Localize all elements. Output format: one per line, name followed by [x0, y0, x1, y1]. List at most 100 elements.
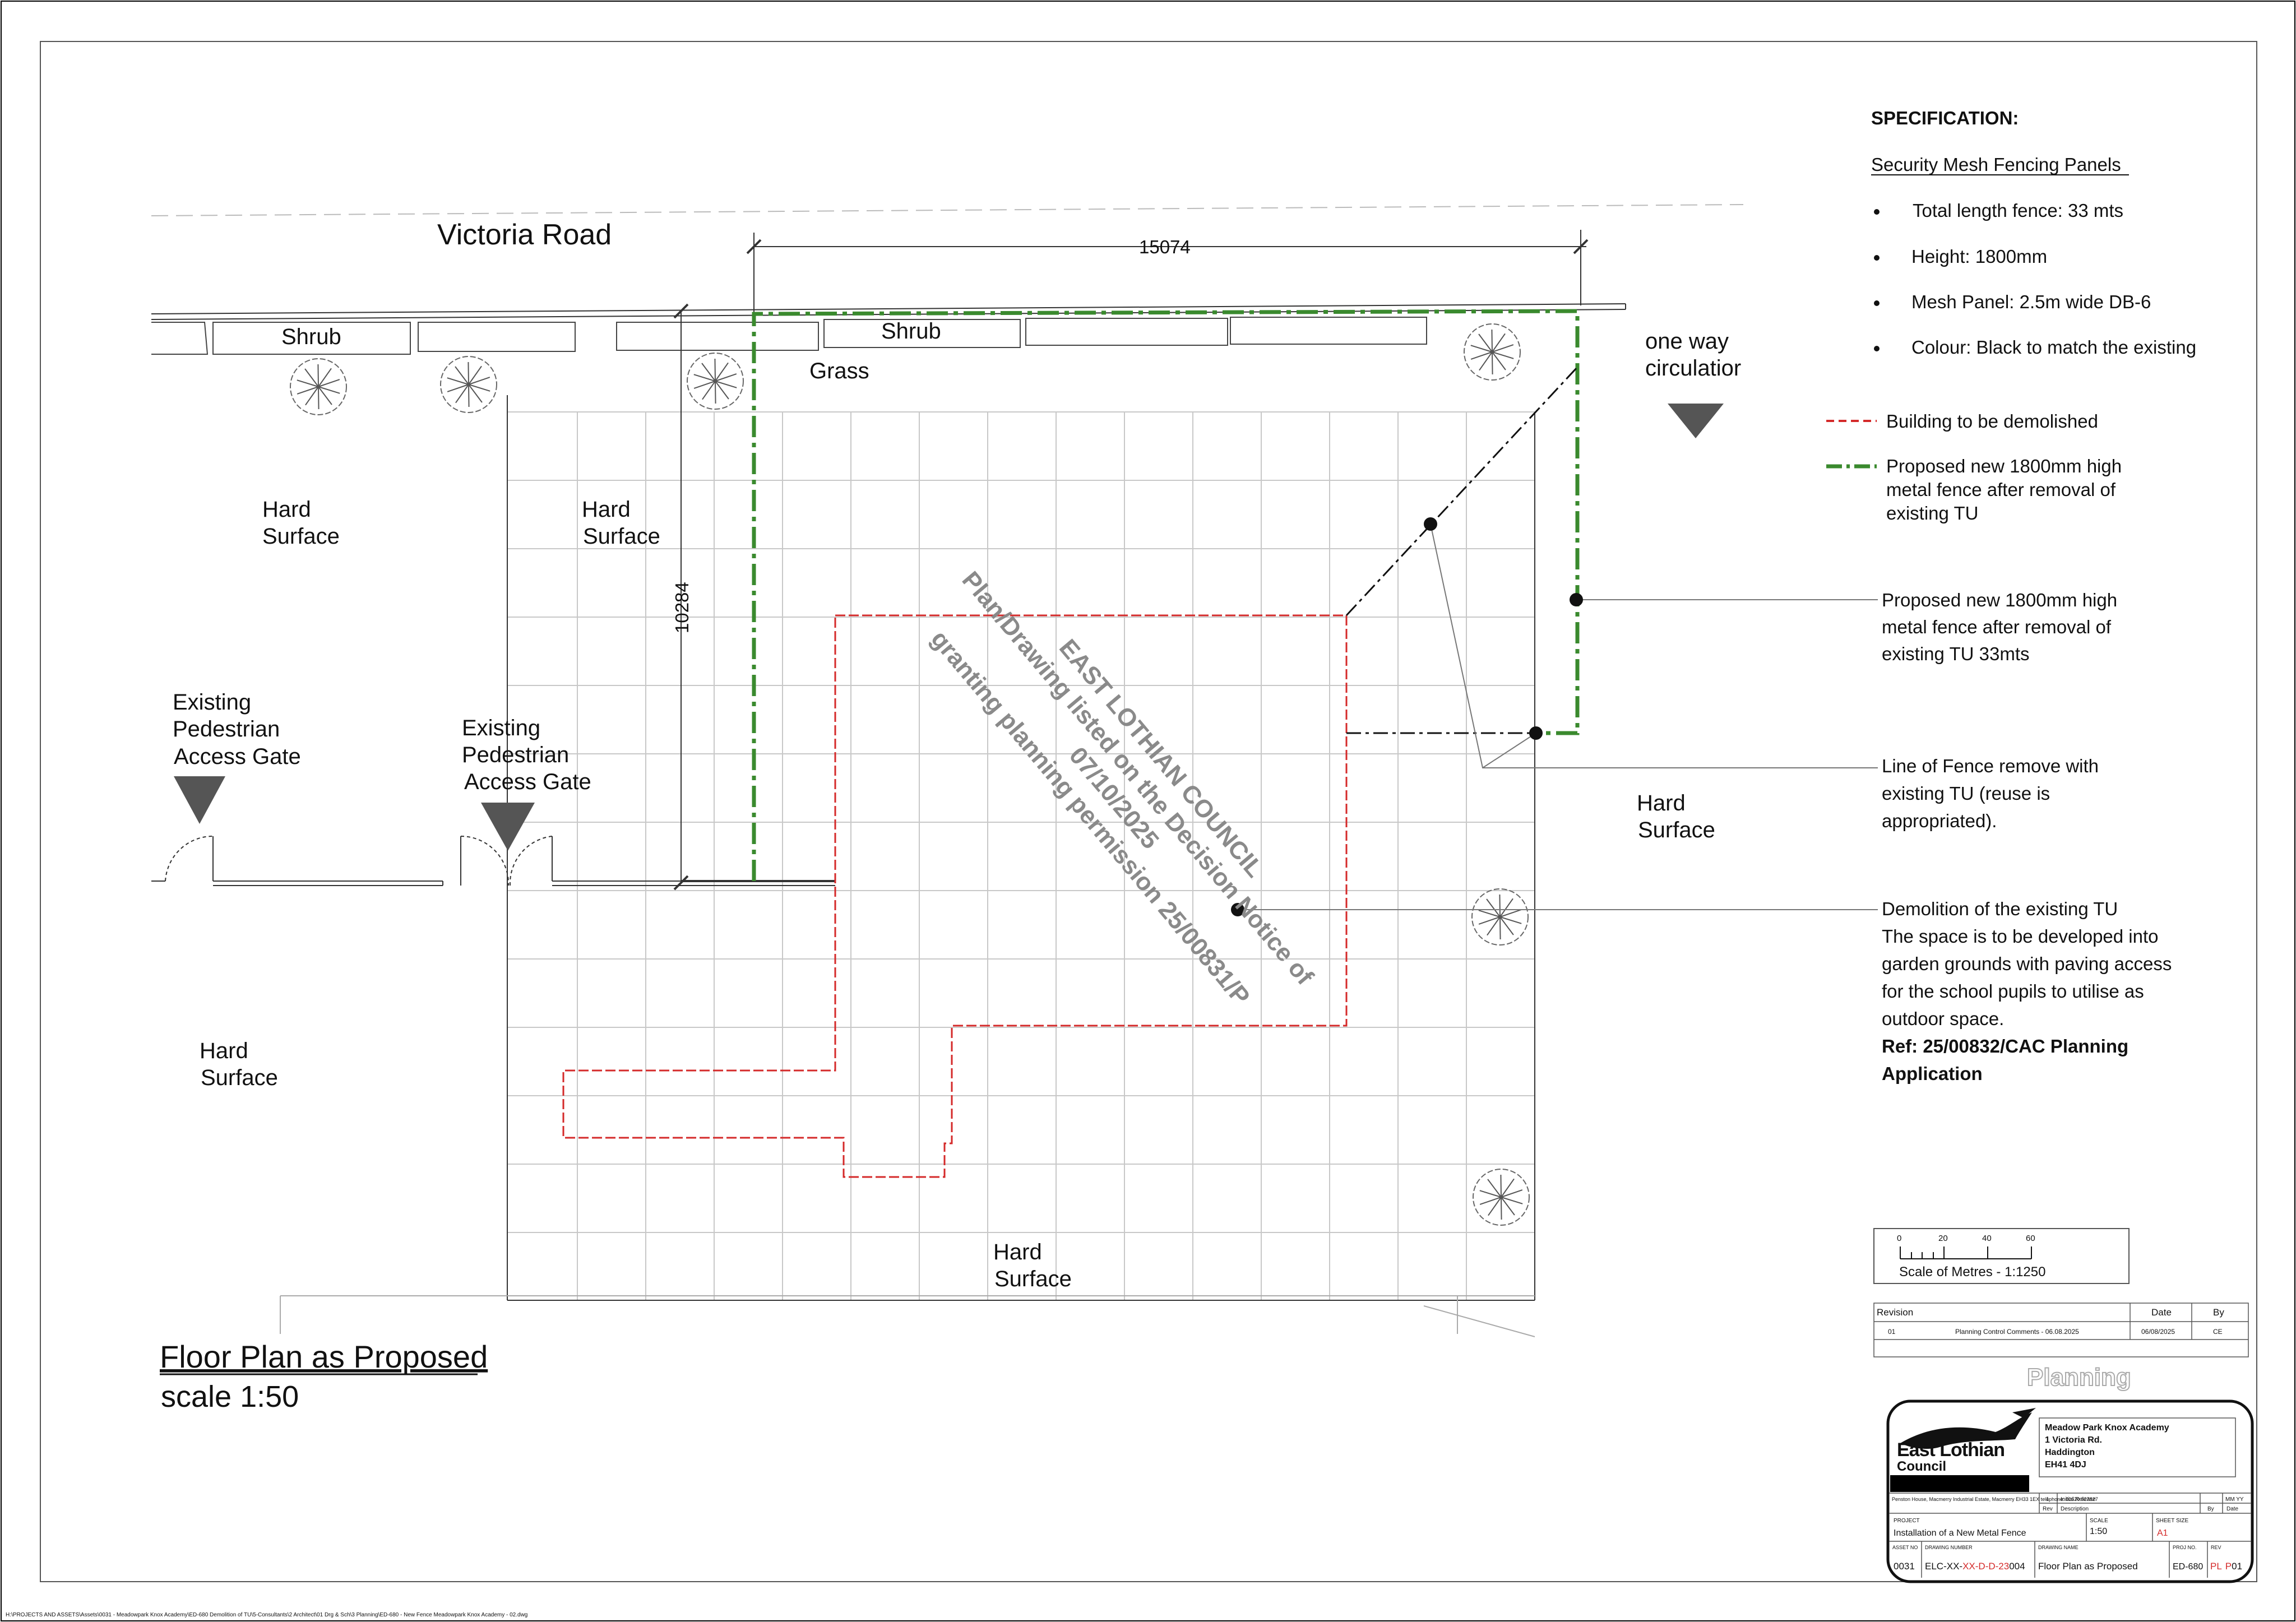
spec-bullet-4: Colour: Black to match the existing — [1911, 337, 2196, 358]
tb-scale-label: SCALE — [2090, 1518, 2108, 1524]
tree-icon — [1464, 323, 1521, 381]
boundary-walls-gates — [151, 395, 1535, 1337]
legend-fence-line1: Proposed new 1800mm high — [1886, 456, 2122, 476]
dimension-lines — [673, 230, 1589, 891]
callout-ref-2: Application — [1882, 1063, 1983, 1084]
drawing-title: Floor Plan as Proposed — [160, 1339, 488, 1374]
tb-project: Installation of a New Metal Fence — [1894, 1528, 2026, 1538]
trees — [290, 323, 1530, 1226]
title-block — [1886, 1399, 2254, 1583]
file-path: H:\PROJECTS AND ASSETS\Assets\0031 - Mea… — [6, 1612, 527, 1618]
council-name: East Lothian — [1897, 1439, 2005, 1461]
gate-right-line2: Pedestrian — [462, 743, 569, 767]
tb-rev-label: Rev — [2043, 1506, 2053, 1512]
paving-grid — [507, 411, 1535, 1300]
legend-demolish-label: Building to be demolished — [1886, 411, 2098, 432]
title-block-grid — [1889, 1493, 2251, 1578]
tb-rev-a: PL — [2210, 1561, 2222, 1572]
tb-asset-label: ASSET NO — [1892, 1545, 1918, 1550]
tb-rev-b: P — [2225, 1561, 2232, 1572]
label-hard-4b: Surface — [1638, 818, 1715, 842]
revision-date-header: Date — [2151, 1307, 2172, 1318]
spec-bullet-2: Height: 1800mm — [1911, 246, 2047, 267]
scale-tick-0: 0 — [1897, 1234, 1901, 1243]
tree-icon — [687, 353, 744, 410]
gate-left-line2: Pedestrian — [173, 717, 280, 742]
tb-desc-label: Description — [2061, 1506, 2089, 1512]
spec-bullet-1: Total length fence: 33 mts — [1913, 200, 2123, 221]
label-shrub-left: Shrub — [281, 325, 341, 349]
tb-date-label: Date — [2226, 1506, 2239, 1512]
callout-remove-2: existing TU (reuse is — [1882, 783, 2050, 804]
tb-drawing-number-c: 004 — [2009, 1561, 2025, 1572]
address-line1: Meadow Park Knox Academy — [2045, 1423, 2169, 1433]
tb-proj-no: ED-680 — [2173, 1562, 2203, 1572]
scale-tick-20: 20 — [1938, 1234, 1948, 1243]
planter-beds — [151, 317, 1427, 355]
tb-scale: 1:50 — [2090, 1527, 2107, 1536]
spec-subheading: Security Mesh Fencing Panels — [1871, 154, 2121, 175]
approval-watermark: EAST LOTHIAN COUNCIL Plan/Drawing listed… — [925, 566, 1319, 1010]
scale-tick-60: 60 — [2026, 1234, 2035, 1243]
council-subname: Council — [1897, 1459, 1946, 1474]
legend-fence-line3: existing TU — [1886, 503, 1978, 523]
callout-fence-3: existing TU 33mts — [1882, 643, 2029, 664]
one-way-marker — [1668, 404, 1724, 438]
tb-rev1-desc: Initial Release — [2061, 1496, 2096, 1503]
gate-right-line3: Access Gate — [464, 770, 591, 794]
one-way-line2: circulatior — [1645, 356, 1741, 381]
tb-rev1-no: 1 — [2046, 1496, 2049, 1503]
tb-drawing-number-a: ELC-XX- — [1925, 1561, 1962, 1572]
spec-bullets: Total length fence: 33 mts Height: 1800m… — [1874, 200, 2196, 358]
callout-leaders — [1238, 523, 1878, 910]
label-hard-2b: Surface — [583, 524, 660, 549]
label-hard-1b: Surface — [262, 524, 340, 549]
fence-to-remove — [1345, 366, 1578, 734]
gate-right-line1: Existing — [462, 716, 540, 740]
watermark-line2: Plan/Drawing listed on the Decision Noti… — [957, 566, 1319, 990]
label-hard-3a: Hard — [200, 1039, 248, 1063]
address-line4: EH41 4DJ — [2045, 1460, 2086, 1470]
tree-icon — [440, 356, 497, 413]
revision-date: 06/08/2025 — [2141, 1328, 2175, 1336]
label-hard-3b: Surface — [201, 1065, 278, 1090]
revision-by-header: By — [2213, 1307, 2224, 1318]
revision-header: Revision — [1877, 1307, 1913, 1318]
label-grass: Grass — [809, 359, 869, 383]
callout-demolition-2: The space is to be developed into — [1882, 926, 2159, 947]
address-box — [2039, 1417, 2236, 1477]
tb-rev-label2: REV — [2211, 1545, 2221, 1550]
label-hard-5a: Hard — [993, 1240, 1042, 1264]
planning-stamp: Planning — [2027, 1364, 2131, 1391]
callout-remove-1: Line of Fence remove with — [1882, 756, 2099, 776]
scale-caption: Scale of Metres - 1:1250 — [1899, 1264, 2045, 1280]
callout-ref-1: Ref: 25/00832/CAC Planning — [1882, 1036, 2128, 1056]
spec-bullet-3: Mesh Panel: 2.5m wide DB-6 — [1911, 291, 2151, 312]
callout-remove-3: appropriated). — [1882, 810, 1997, 831]
drawing-scale: scale 1:50 — [161, 1380, 299, 1414]
tb-sheet: A1 — [2157, 1528, 2168, 1538]
road-edge-line — [151, 204, 1744, 216]
tree-icon — [1471, 888, 1529, 946]
gate-marker-right — [481, 803, 535, 851]
scale-bar: 0 20 40 60 Scale of Metres - 1:1250 — [1873, 1228, 2130, 1284]
tb-asset: 0031 — [1894, 1561, 1915, 1572]
proposed-fence — [752, 309, 1580, 881]
revision-number: 01 — [1888, 1328, 1896, 1336]
tree-icon — [1473, 1169, 1530, 1226]
callout-demolition-5: outdoor space. — [1882, 1008, 2004, 1029]
tb-drawing-number-b: XX-D-D-23 — [1962, 1561, 2009, 1572]
redacted-block — [1890, 1475, 2029, 1492]
scale-tick-40: 40 — [1982, 1234, 1992, 1243]
tb-drawing-number: ELC-XX-XX-D-D-23004 — [1925, 1561, 2025, 1572]
dimension-top: 15074 — [1139, 237, 1191, 257]
tb-rev1-date: MM YY — [2225, 1496, 2244, 1503]
callout-demolition-4: for the school pupils to utilise as — [1882, 981, 2144, 1002]
building-to-be-demolished — [562, 614, 1348, 1178]
legend-fence-line2: metal fence after removal of — [1886, 479, 2116, 500]
tb-drawing-name: Floor Plan as Proposed — [2038, 1561, 2138, 1572]
gate-left-line3: Access Gate — [174, 744, 301, 769]
tb-drawing-name-label: DRAWING NAME — [2038, 1545, 2079, 1550]
